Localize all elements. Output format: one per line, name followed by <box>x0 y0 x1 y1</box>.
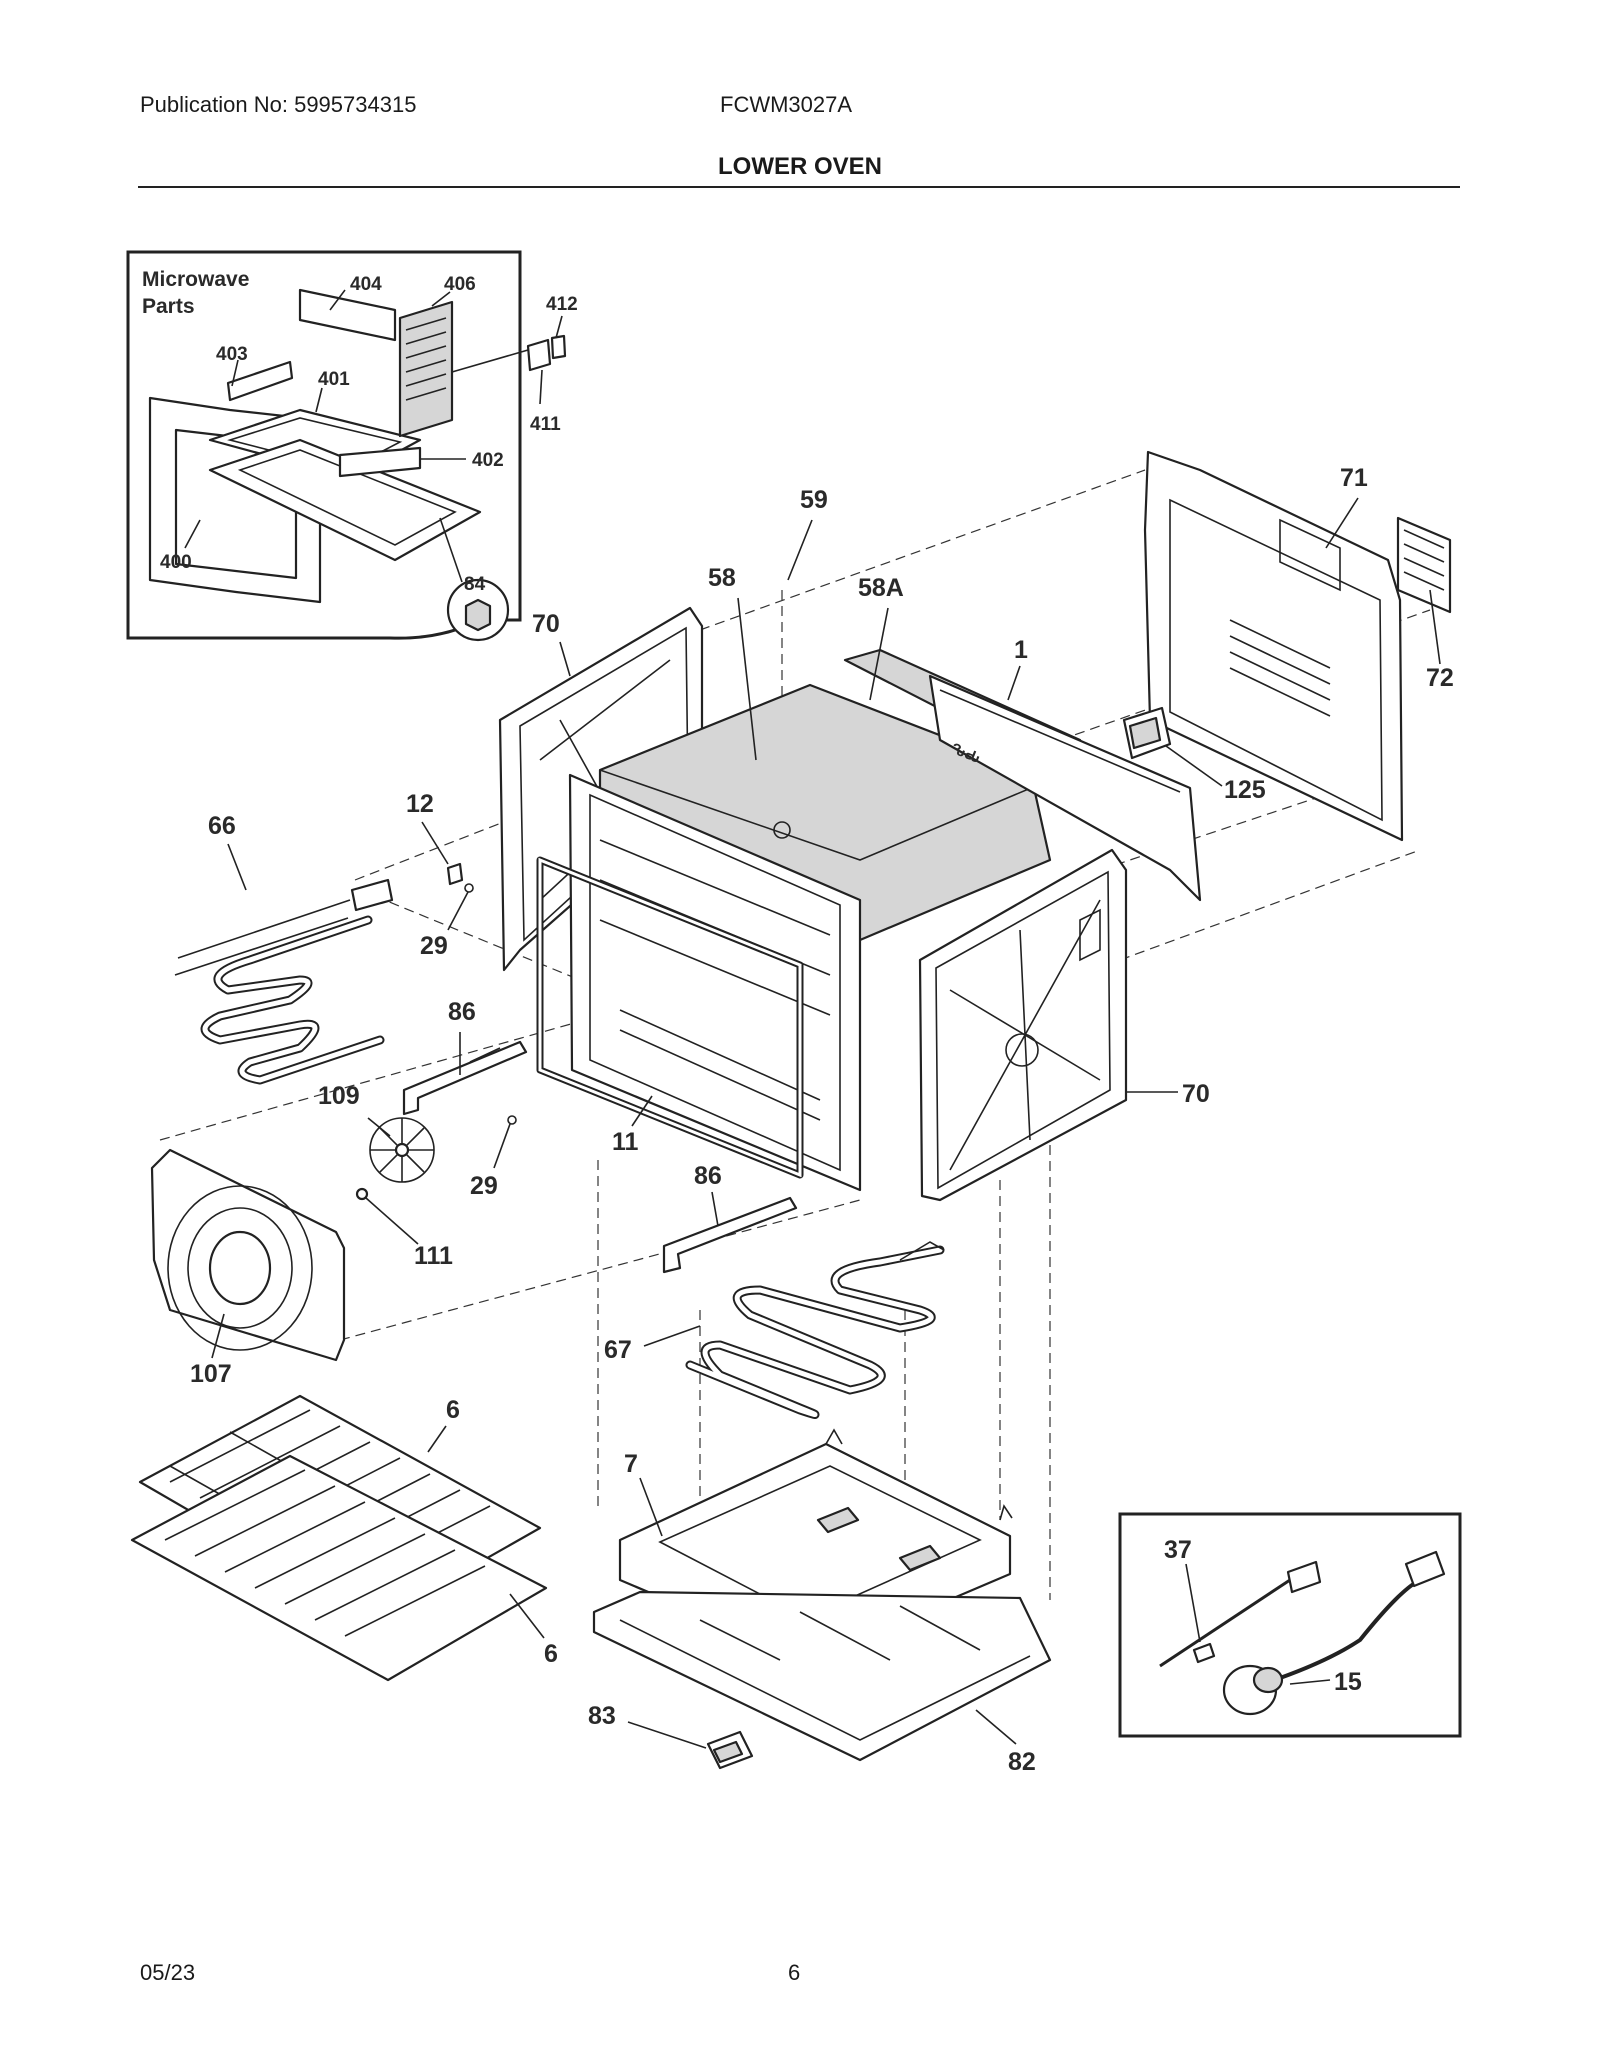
callout-6-upper: 6 <box>446 1396 460 1424</box>
fan-nut <box>355 1187 369 1201</box>
callout-125: 125 <box>1224 776 1266 804</box>
label-401: 401 <box>318 369 350 390</box>
model-number: FCWM3027A <box>720 92 853 117</box>
callout-58a: 58A <box>858 574 904 602</box>
callout-67: 67 <box>604 1336 632 1364</box>
callout-1: 1 <box>1014 636 1028 664</box>
right-side-panel <box>918 848 1128 1202</box>
microwave-bar-402 <box>338 446 422 478</box>
callout-12: 12 <box>406 790 434 818</box>
part-84 <box>464 598 492 632</box>
inset-title-1: Microwave <box>142 268 249 291</box>
oven-base-pan <box>592 1590 1052 1762</box>
footer-page-number: 6 <box>788 1960 801 1985</box>
callout-6-lower: 6 <box>544 1640 558 1668</box>
microwave-parts-inset: Microwave Parts 404 <box>126 250 578 642</box>
callout-7: 7 <box>624 1450 638 1478</box>
callout-107: 107 <box>190 1360 232 1388</box>
callout-86-upper: 86 <box>448 998 476 1026</box>
rear-panel <box>1143 450 1404 842</box>
callout-66: 66 <box>208 812 236 840</box>
callout-59: 59 <box>800 486 828 514</box>
callout-82: 82 <box>1008 1748 1036 1776</box>
header-rule <box>138 186 1460 188</box>
callout-109: 109 <box>318 1082 360 1110</box>
callout-86-lower: 86 <box>694 1162 722 1190</box>
callout-72: 72 <box>1426 664 1454 692</box>
oven-rack-lower <box>130 1454 548 1682</box>
callout-70-upper: 70 <box>532 610 560 638</box>
callout-83: 83 <box>588 1702 616 1730</box>
door-gasket <box>536 856 804 1179</box>
rack-support-lower <box>662 1196 798 1274</box>
back-bracket: ԄԂ <box>928 674 1202 902</box>
part-83 <box>706 1730 754 1770</box>
part-12 <box>446 862 464 886</box>
convection-fan-cover <box>150 1148 346 1362</box>
rack-support-upper <box>402 1040 528 1116</box>
callout-111: 111 <box>414 1242 453 1270</box>
rear-vent <box>1396 516 1452 614</box>
label-400: 400 <box>160 552 192 573</box>
label-406: 406 <box>444 274 476 295</box>
footer-date: 05/23 <box>140 1960 196 1985</box>
label-412: 412 <box>546 294 578 315</box>
leader-lines <box>211 497 1441 1749</box>
callout-29-lower: 29 <box>470 1172 498 1200</box>
convection-fan-blade <box>369 1117 435 1183</box>
callout-29-upper: 29 <box>420 932 448 960</box>
inset-title-2: Parts <box>142 295 195 318</box>
label-84: 84 <box>464 574 486 595</box>
broil-element <box>174 878 394 1085</box>
callout-37: 37 <box>1164 1536 1192 1564</box>
callout-71: 71 <box>1340 464 1368 492</box>
label-402: 402 <box>472 450 504 471</box>
callout-11: 11 <box>612 1128 639 1156</box>
microwave-bracket-403 <box>226 360 294 402</box>
callout-labels: 59 58 58A 71 72 70 1 125 66 12 29 86 109… <box>190 464 1454 1776</box>
callout-70-lower: 70 <box>1182 1080 1210 1108</box>
bake-element <box>685 1241 945 1419</box>
page-title: LOWER OVEN <box>717 153 882 180</box>
microwave-switch-411 <box>526 338 552 372</box>
sensor-inset <box>1118 1512 1462 1738</box>
convection-fan-motor <box>1122 706 1172 760</box>
oven-front-frame <box>568 773 862 1192</box>
publication-number: Publication No: 5995734315 <box>140 92 417 117</box>
microwave-panel-404 <box>298 288 397 342</box>
part-29-upper <box>464 883 474 893</box>
microwave-vent-406 <box>398 300 454 438</box>
callout-58: 58 <box>708 564 736 592</box>
callout-15: 15 <box>1334 1668 1362 1696</box>
label-403: 403 <box>216 344 248 365</box>
label-411: 411 <box>530 414 561 435</box>
label-404: 404 <box>350 274 382 295</box>
part-29-lower <box>507 1115 517 1125</box>
microwave-switch-412 <box>550 334 567 360</box>
